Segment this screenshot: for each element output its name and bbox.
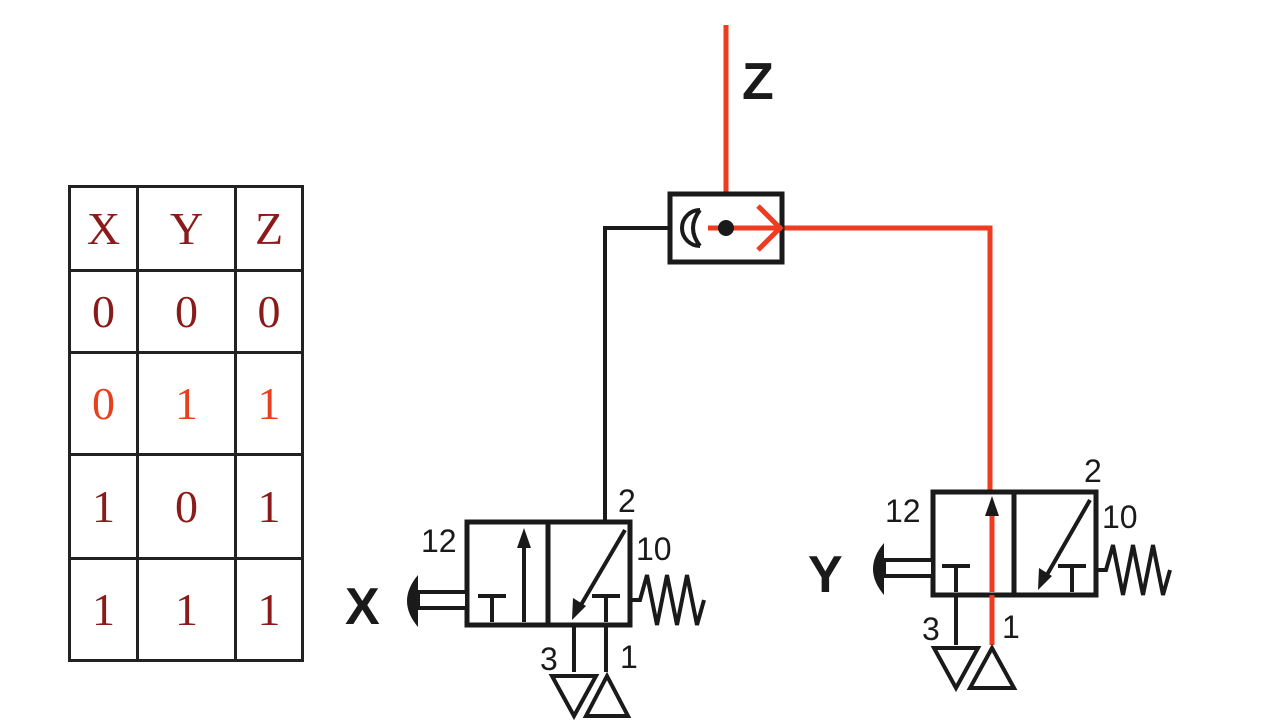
line-valve-x-to-shuttle bbox=[603, 226, 668, 522]
table-header-cell: Z bbox=[234, 185, 304, 272]
valve-y bbox=[873, 489, 1172, 693]
table-cell: 1 bbox=[234, 557, 304, 662]
table-header-cell: Y bbox=[136, 185, 237, 272]
valve-y-port-1: 1 bbox=[1002, 609, 1020, 645]
table-header-cell: X bbox=[68, 185, 139, 272]
input-label-x: X bbox=[345, 578, 380, 636]
table-cell: 1 bbox=[234, 453, 304, 560]
valve-y-port-12: 12 bbox=[885, 493, 921, 529]
valve-y-port-10: 10 bbox=[1102, 499, 1138, 535]
valve-x bbox=[407, 519, 706, 720]
valve-x-port-2: 2 bbox=[618, 483, 636, 519]
table-cell: 0 bbox=[68, 269, 139, 354]
shuttle-valve bbox=[667, 191, 785, 265]
valve-y-port-3: 3 bbox=[922, 611, 940, 647]
table-cell: 1 bbox=[68, 453, 139, 560]
valve-x-port-12: 12 bbox=[421, 523, 457, 559]
line-shuttle-to-valve-y bbox=[783, 225, 993, 492]
table-cell: 1 bbox=[68, 557, 139, 662]
table-cell: 0 bbox=[68, 351, 139, 456]
valve-x-port-3: 3 bbox=[540, 641, 558, 677]
table-cell: 1 bbox=[136, 351, 237, 456]
table-cell: 0 bbox=[234, 269, 304, 354]
input-label-y: Y bbox=[808, 546, 843, 604]
table-cell: 0 bbox=[136, 453, 237, 560]
output-label-z: Z bbox=[742, 53, 774, 111]
valve-x-port-10: 10 bbox=[636, 531, 672, 567]
valve-y-port-2: 2 bbox=[1084, 453, 1102, 489]
table-cell: 1 bbox=[136, 557, 237, 662]
table-cell: 0 bbox=[136, 269, 237, 354]
valve-x-port-1: 1 bbox=[620, 639, 638, 675]
table-cell: 1 bbox=[234, 351, 304, 456]
